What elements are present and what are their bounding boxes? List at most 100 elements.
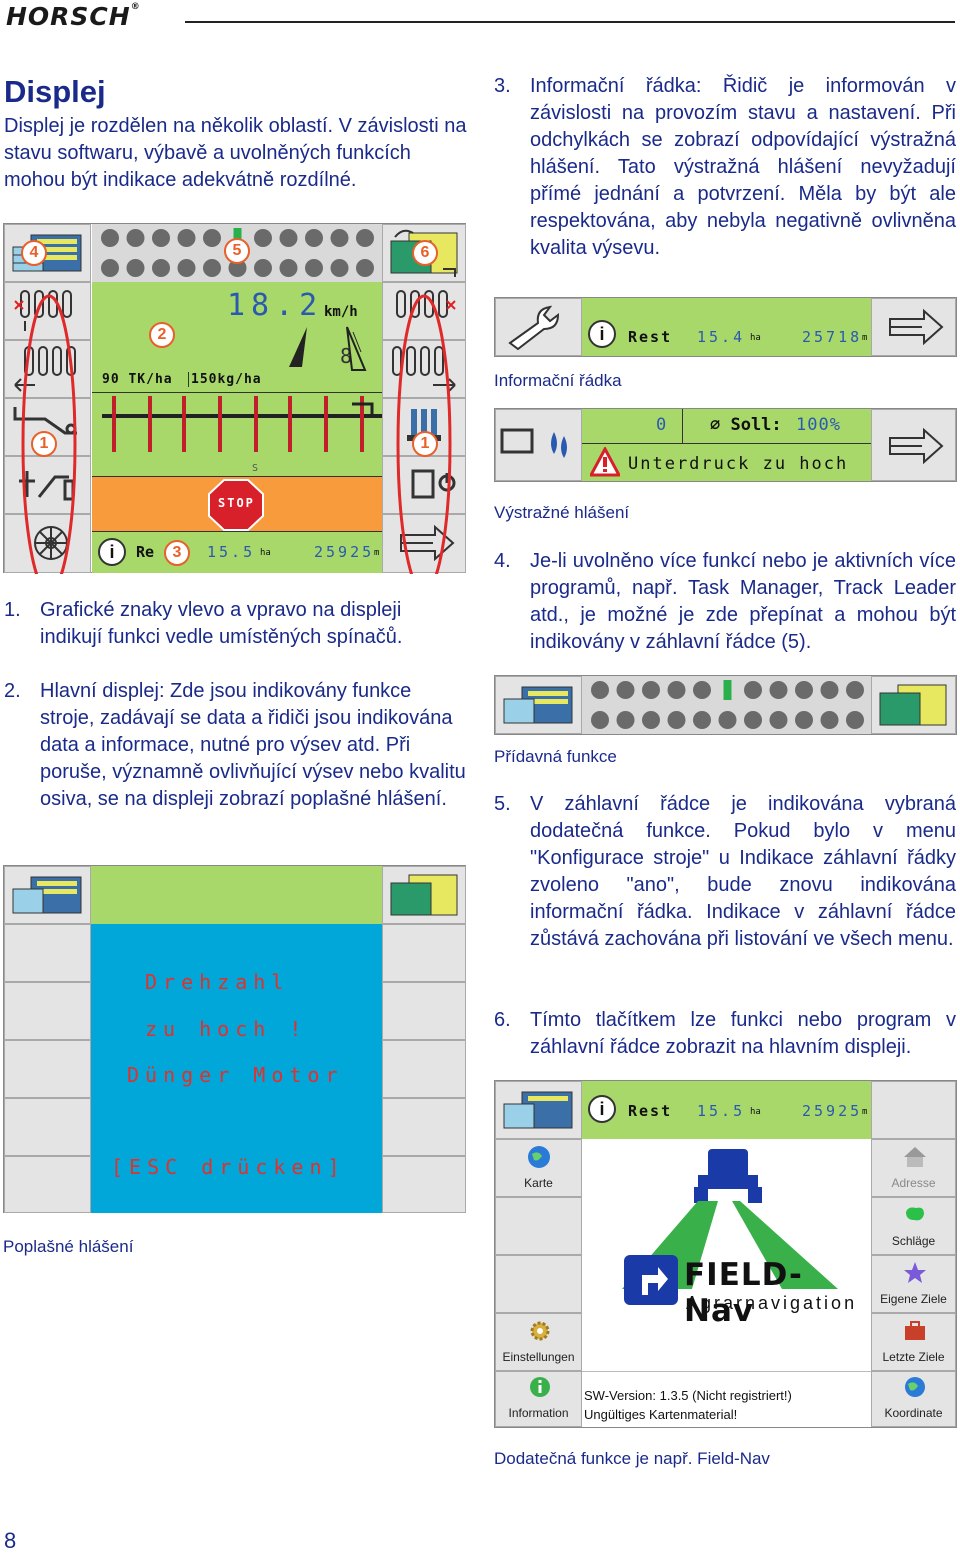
info-label: Re — [136, 543, 155, 561]
seed-row-dot — [591, 711, 609, 729]
right-item-3: 3.Informační řádka: Řidič je informován … — [494, 75, 956, 259]
warning-left-button[interactable] — [495, 409, 582, 481]
einstellungen-button[interactable]: Einstellungen — [495, 1313, 582, 1371]
table-function-icon — [12, 876, 82, 914]
fieldnav-left-empty-2 — [495, 1255, 582, 1313]
extra-function-caption: Přídavná funkce — [494, 747, 617, 766]
info-area: 15.5 — [207, 543, 256, 561]
seed-row-dot — [846, 711, 864, 729]
house-icon — [904, 1147, 926, 1167]
seed-row-dot — [693, 711, 711, 729]
callout-3: 3 — [164, 540, 190, 566]
left-switch-2[interactable] — [4, 340, 91, 398]
karte-button[interactable]: Karte — [495, 1139, 582, 1197]
info-line-panel: i Rest 15.4 ha 25718 m — [494, 297, 957, 357]
eigene-ziele-button[interactable]: Eigene Ziele — [871, 1255, 956, 1313]
fieldnav-extra-button[interactable] — [495, 1081, 582, 1139]
right-switch-1[interactable] — [382, 282, 466, 340]
alarm-left-key-2[interactable] — [4, 982, 91, 1040]
seed-row-dot — [591, 681, 609, 699]
fieldnav-rest-area: 15.5 — [697, 1102, 746, 1120]
extra-function-panel — [494, 675, 957, 735]
globe-icon — [528, 1146, 550, 1168]
list-item-2: 2.Hlavní displej: Zde jsou indikovány fu… — [4, 680, 466, 810]
wrench-button[interactable] — [495, 298, 582, 356]
eigene-ziele-label: Eigene Ziele — [880, 1292, 947, 1306]
info-icon: i — [588, 1095, 616, 1123]
section-label: S — [252, 463, 259, 474]
seed-row-dot — [667, 681, 686, 699]
koordinate-button[interactable]: Koordinate — [871, 1371, 956, 1427]
alarm-line-2: zu hoch ! — [145, 1017, 308, 1041]
alarm-right-key-3[interactable] — [382, 1040, 466, 1098]
fieldnav-rest-distance-unit: m — [862, 1107, 868, 1117]
extra-right-button[interactable] — [871, 676, 956, 734]
globe-icon — [905, 1377, 925, 1397]
stop-label: STOP — [218, 496, 255, 510]
left-switch-1[interactable] — [4, 282, 91, 340]
fieldnav-info-bar: i Rest 15.5 ha 25925 m — [582, 1081, 871, 1139]
table-function-icon — [503, 686, 573, 724]
blower-icon — [500, 428, 567, 458]
wrench-icon — [508, 305, 560, 351]
adresse-label: Adresse — [891, 1176, 936, 1190]
adresse-button[interactable]: Adresse — [871, 1139, 956, 1197]
fieldnav-right-top — [871, 1081, 956, 1139]
right-item-5: 5.V záhlavní řádce je indikována vybraná… — [494, 793, 956, 950]
seed-row-dot — [795, 711, 813, 729]
letzte-ziele-button[interactable]: Letzte Ziele — [871, 1313, 956, 1371]
seed-row-dot — [642, 681, 660, 699]
info-rest-distance-unit: m — [862, 333, 868, 343]
seed-row-dot — [305, 229, 323, 247]
info-distance: 25925 — [314, 543, 375, 561]
page-number: 8 — [4, 1528, 17, 1553]
right-item-6: 6.Tímto tlačítkem lze funkci nebo progra… — [494, 1009, 956, 1058]
fieldnav-logo-graphic — [622, 1149, 838, 1305]
map-status: Ungültiges Kartenmaterial! — [584, 1407, 738, 1422]
fieldnav-rest-label: Rest — [628, 1102, 673, 1120]
schlaege-label: Schläge — [891, 1234, 936, 1248]
switch-display-icon — [879, 684, 947, 726]
info-distance-unit: m — [374, 548, 380, 558]
seed-row-dot — [744, 711, 762, 729]
warning-soll-value: 100% — [796, 415, 841, 435]
warning-count: 0 — [656, 415, 667, 435]
seed-row-dot — [820, 681, 839, 699]
seed-row-dot — [126, 229, 145, 247]
warning-soll-label: ⌀ Soll: — [710, 415, 782, 435]
seed-row-dot — [152, 259, 170, 277]
warning-next-button[interactable] — [871, 409, 956, 481]
information-button[interactable]: Information — [495, 1371, 582, 1427]
power-icon — [411, 469, 456, 499]
info-next-button[interactable] — [871, 298, 956, 356]
seed-row-dot — [152, 229, 170, 247]
extra-left-button[interactable] — [495, 676, 582, 734]
right-switch-2[interactable] — [382, 340, 466, 398]
seed-row-dot — [177, 259, 196, 277]
left-switch-5[interactable] — [4, 514, 91, 573]
lift-icon — [19, 471, 75, 501]
alarm-right-key-2[interactable] — [382, 982, 466, 1040]
alarm-left-key-5[interactable] — [4, 1156, 91, 1213]
fieldnav-caption: Dodatečná funkce je např. Field-Nav — [494, 1449, 770, 1468]
info-rest-area: 15.4 — [697, 328, 746, 346]
seed-row-dot — [254, 229, 272, 247]
schlaege-button[interactable]: Schläge — [871, 1197, 956, 1255]
alarm-line-4: [ESC drücken] — [111, 1155, 346, 1179]
karte-label: Karte — [524, 1176, 553, 1190]
alarm-extra-function-button[interactable] — [4, 866, 91, 924]
alarm-left-key-4[interactable] — [4, 1098, 91, 1156]
alarm-right-key-1[interactable] — [382, 924, 466, 982]
alarm-right-key-4[interactable] — [382, 1098, 466, 1156]
alarm-show-function-button[interactable] — [382, 866, 466, 924]
gear-icon — [530, 1321, 550, 1341]
info-area-unit: ha — [260, 548, 271, 558]
seed-rate: 90 TK/ha — [102, 372, 173, 387]
speed-unit: km/h — [324, 304, 358, 320]
alarm-left-key-1[interactable] — [4, 924, 91, 982]
right-item-4: 4.Je-li uvolněno více funkcí nebo je akt… — [494, 550, 956, 653]
info-circle-icon — [530, 1377, 550, 1397]
right-switch-4[interactable] — [382, 456, 466, 514]
alarm-right-key-5[interactable] — [382, 1156, 466, 1213]
alarm-left-key-3[interactable] — [4, 1040, 91, 1098]
